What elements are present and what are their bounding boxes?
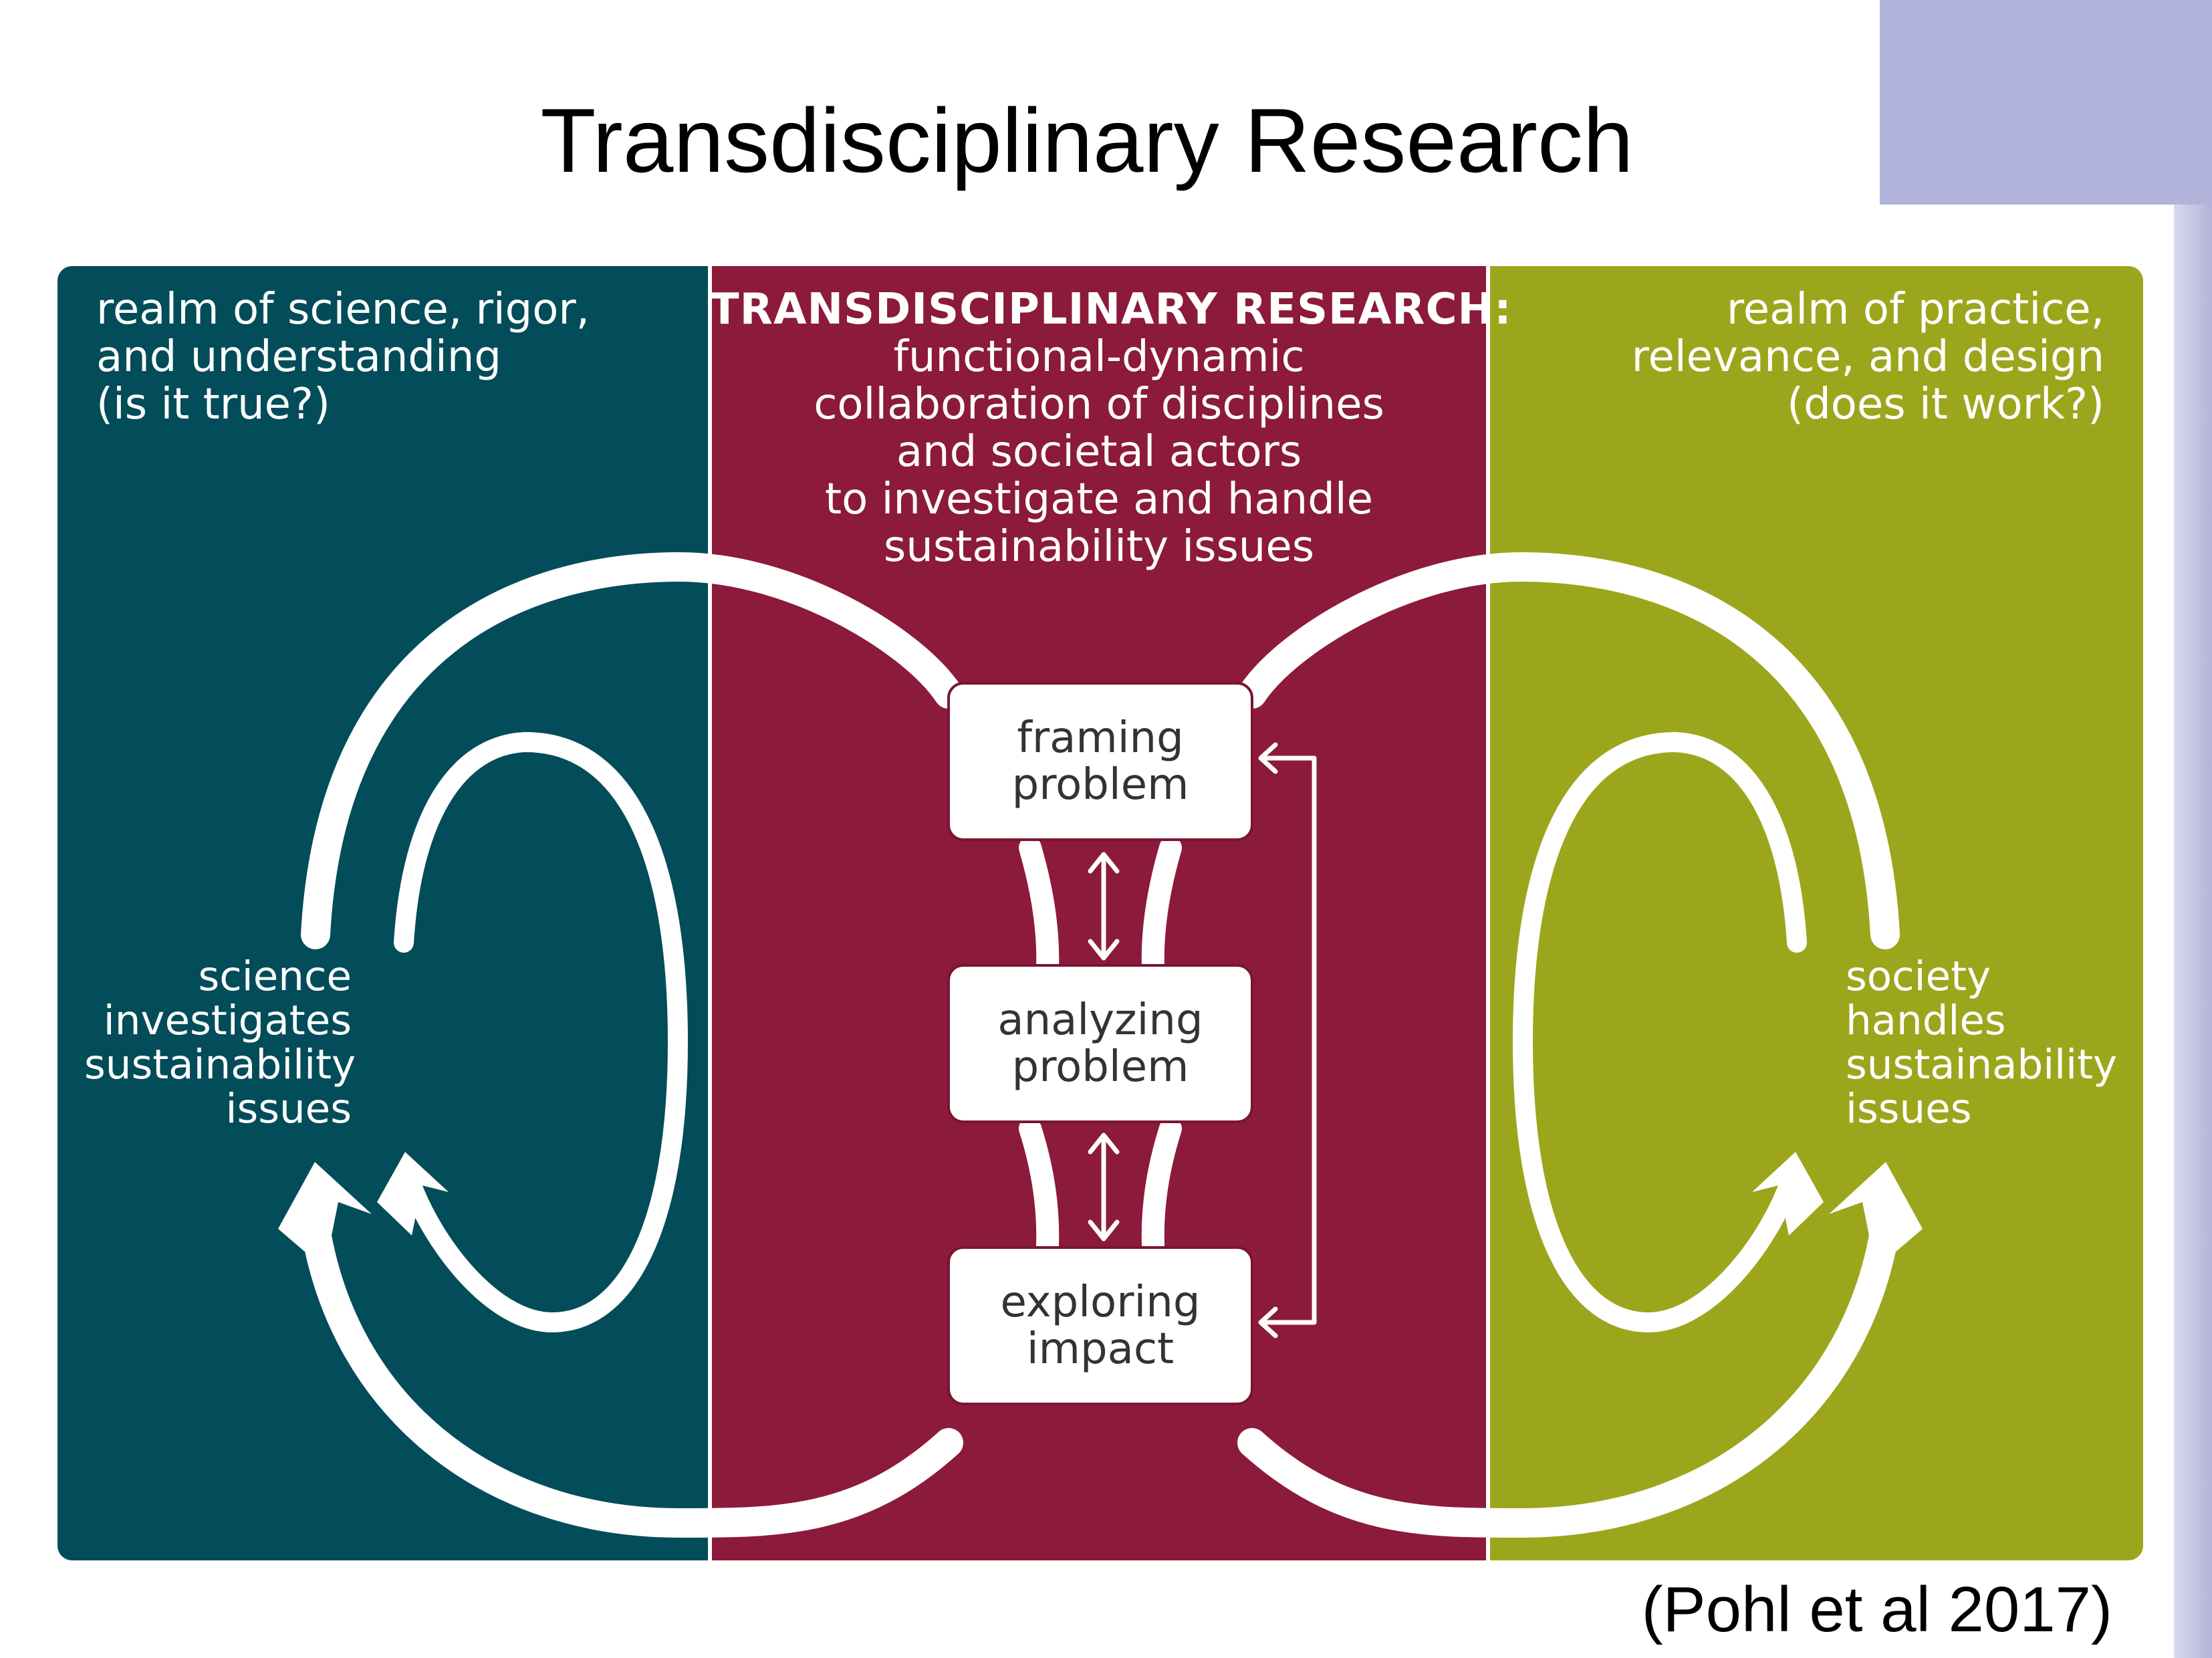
exploring-impact-box: exploring impact: [947, 1246, 1253, 1405]
slide-title: Transdisciplinary Research: [540, 90, 1634, 191]
science-outer-arrowhead: [278, 1162, 372, 1269]
science-realm-heading: realm of science, rigor, and understandi…: [96, 286, 590, 429]
analyzing-exploring-double-arrow: [1088, 1133, 1120, 1241]
framing-problem-box: framing problem: [947, 682, 1253, 841]
science-heading-line: and understanding: [96, 332, 501, 382]
step-line: problem: [1011, 760, 1189, 810]
practice-outer-loop-arrow: [1237, 552, 1900, 949]
practice-inner-loop-arrow: [1512, 731, 1807, 1333]
science-heading-line: (is it true?): [96, 380, 330, 429]
practice-label-line: handles: [1846, 997, 2006, 1044]
step-line: impact: [1026, 1324, 1175, 1374]
step-line: analyzing: [997, 995, 1203, 1045]
science-inner-loop-arrow: [394, 731, 689, 1333]
science-inner-arrowhead: [377, 1152, 449, 1235]
description-line: sustainability issues: [883, 522, 1315, 572]
practice-heading-line: realm of practice,: [1726, 285, 2104, 334]
science-outer-loop-return: [299, 1201, 963, 1538]
science-label-line: science: [198, 953, 352, 1000]
transdisciplinary-diagram: realm of science, rigor, and understandi…: [57, 266, 2143, 1560]
practice-label-line: issues: [1846, 1085, 1972, 1133]
practice-heading-line: (does it work?): [1787, 380, 2104, 429]
science-investigates-label: science investigates sustainability issu…: [84, 953, 356, 1133]
science-outer-loop-arrow: [301, 552, 963, 949]
description-line: and societal actors: [896, 427, 1302, 477]
right-divider: [1486, 266, 1490, 1560]
practice-outer-arrowhead: [1829, 1162, 1923, 1269]
cycle-arrows: [278, 552, 1923, 1538]
left-divider: [708, 266, 712, 1560]
corner-accent-band: [1880, 0, 2212, 205]
practice-heading-line: relevance, and design: [1631, 332, 2104, 382]
description-line: to investigate and handle: [825, 475, 1373, 524]
analyzing-problem-box: analyzing problem: [947, 964, 1253, 1123]
step-line: framing: [1017, 713, 1184, 763]
society-handles-label: society handles sustainability issues: [1846, 955, 2126, 1131]
description-line: collaboration of disciplines: [814, 380, 1384, 429]
transdisciplinary-heading-block: TRANSDISCIPLINARY RESEARCH: functional-d…: [710, 285, 1512, 572]
description-line: functional-dynamic: [893, 332, 1305, 382]
transdisciplinary-heading: TRANSDISCIPLINARY RESEARCH:: [710, 285, 1512, 334]
practice-realm-panel: [1488, 266, 2143, 1560]
science-heading-line: realm of science, rigor,: [96, 285, 590, 334]
science-label-line: issues: [225, 1085, 352, 1133]
practice-label-line: sustainability: [1846, 1041, 2118, 1088]
side-accent-band: [2174, 205, 2212, 1658]
step-line: exploring: [1000, 1278, 1201, 1327]
citation: (Pohl et al 2017): [1641, 1574, 2112, 1645]
step-line: problem: [1011, 1042, 1189, 1092]
practice-realm-heading: realm of practice, relevance, and design…: [1488, 286, 2104, 429]
practice-inner-arrowhead: [1752, 1152, 1824, 1235]
science-label-line: investigates: [103, 997, 352, 1044]
science-label-line: sustainability: [84, 1041, 356, 1088]
feedback-bracket-arrow: [1258, 742, 1317, 1338]
science-realm-panel: [57, 266, 710, 1560]
framing-analyzing-double-arrow: [1088, 852, 1120, 961]
practice-outer-loop-return: [1237, 1201, 1902, 1538]
practice-label-line: society: [1846, 953, 1991, 1000]
